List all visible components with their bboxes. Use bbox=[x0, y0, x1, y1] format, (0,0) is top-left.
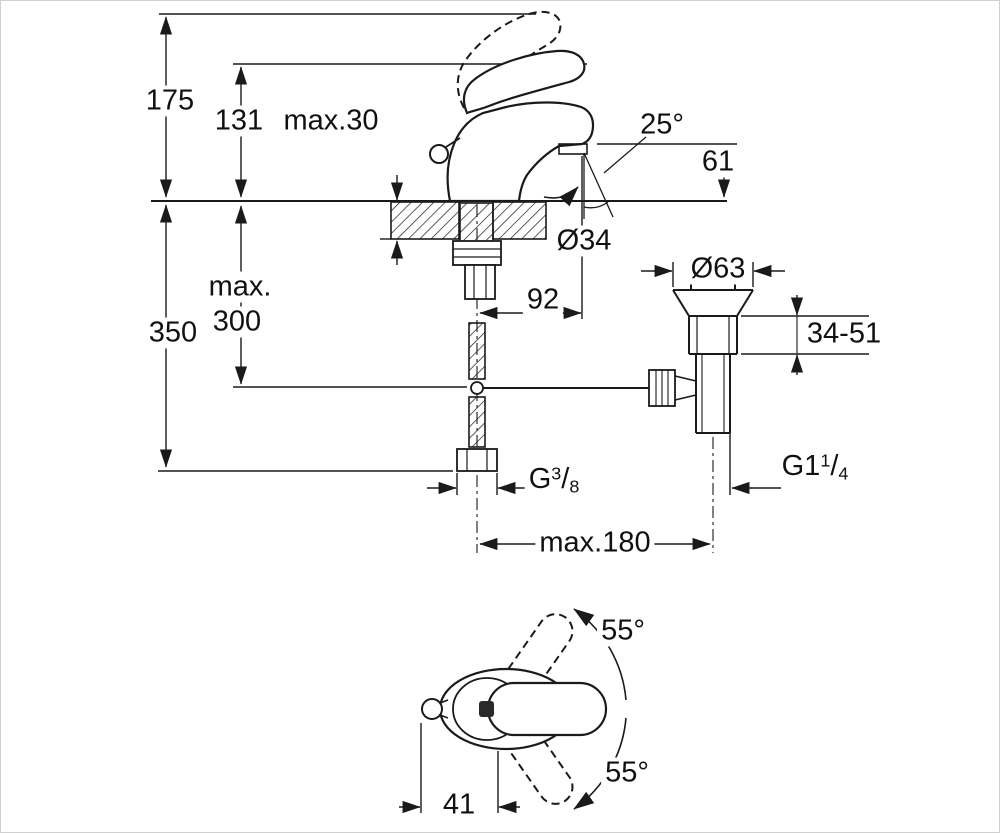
supply-thread-base: G bbox=[528, 462, 552, 495]
lever-top-view bbox=[486, 681, 608, 737]
dim-spout-angle-lines bbox=[543, 136, 647, 219]
counter-surface bbox=[151, 200, 727, 240]
dim-depth-label: 350 bbox=[144, 317, 202, 349]
dim-handle-offset-lines bbox=[399, 723, 520, 814]
swing-arc-up bbox=[573, 608, 627, 701]
dim-flange-diameter-label: Ø63 bbox=[686, 253, 750, 285]
lever-handle bbox=[462, 49, 586, 115]
dim-spout-height-label: 131 bbox=[210, 105, 268, 137]
drain-thread-slash: / bbox=[830, 449, 839, 482]
pull-rod-stem bbox=[445, 137, 461, 148]
mounting-nut bbox=[452, 240, 502, 266]
pull-knob-top-view bbox=[421, 698, 443, 720]
pull-rod-knob bbox=[429, 144, 449, 164]
dim-spout-drop-label: 61 bbox=[697, 146, 739, 178]
dim-drain-thread-lines bbox=[729, 433, 781, 495]
dim-supply-thread-lines bbox=[427, 473, 527, 495]
dim-hose-max-value-label: 300 bbox=[208, 306, 266, 338]
supply-thread-denominator: 8 bbox=[569, 476, 580, 497]
popup-rod-joint bbox=[470, 381, 484, 395]
supply-thread-slash: / bbox=[561, 462, 570, 495]
supply-thread-numerator: 3 bbox=[551, 463, 562, 484]
dim-hose-max-word-label: max. bbox=[204, 271, 276, 303]
dim-swing-down-label: 55° bbox=[601, 757, 653, 789]
drain-thread-denominator: 4 bbox=[838, 463, 849, 484]
drain-thread-numerator: 1 bbox=[820, 450, 831, 471]
faucet-side-view bbox=[429, 10, 651, 472]
drain-thread-base: G1 bbox=[781, 449, 821, 482]
hose-upper bbox=[468, 322, 486, 380]
dim-flange-diameter-lines bbox=[641, 262, 785, 287]
drain-thread-label: G11/4 bbox=[777, 449, 853, 484]
dim-total-height-label: 175 bbox=[141, 85, 199, 117]
dim-mount-thickness-lines bbox=[380, 175, 404, 265]
dim-handle-offset-label: 41 bbox=[438, 789, 480, 821]
lever-pivot-mark bbox=[479, 701, 494, 717]
threaded-shank bbox=[459, 202, 494, 244]
supply-thread-label: G3/8 bbox=[524, 462, 584, 497]
dim-spout-reach-label: 92 bbox=[522, 284, 564, 316]
dim-flange-height-label: 34-51 bbox=[802, 318, 886, 350]
dim-flange-height-lines bbox=[741, 295, 869, 375]
faucet-top-view bbox=[421, 608, 627, 810]
supply-connector bbox=[464, 264, 496, 300]
dim-depth-lines bbox=[158, 204, 453, 472]
hose-lower bbox=[468, 396, 486, 448]
dim-swing-up-label: 55° bbox=[597, 615, 649, 647]
dim-mount-thickness-label: max.30 bbox=[283, 104, 379, 137]
faucet-body-spout bbox=[446, 101, 595, 203]
dim-max-offset-label: max.180 bbox=[535, 527, 655, 559]
dim-spout-angle-label: 25° bbox=[640, 108, 684, 141]
hose-nut bbox=[456, 448, 498, 472]
aerator bbox=[558, 143, 588, 155]
drain-assembly bbox=[648, 273, 754, 434]
dim-hole-diameter-label: Ø34 bbox=[552, 225, 616, 257]
